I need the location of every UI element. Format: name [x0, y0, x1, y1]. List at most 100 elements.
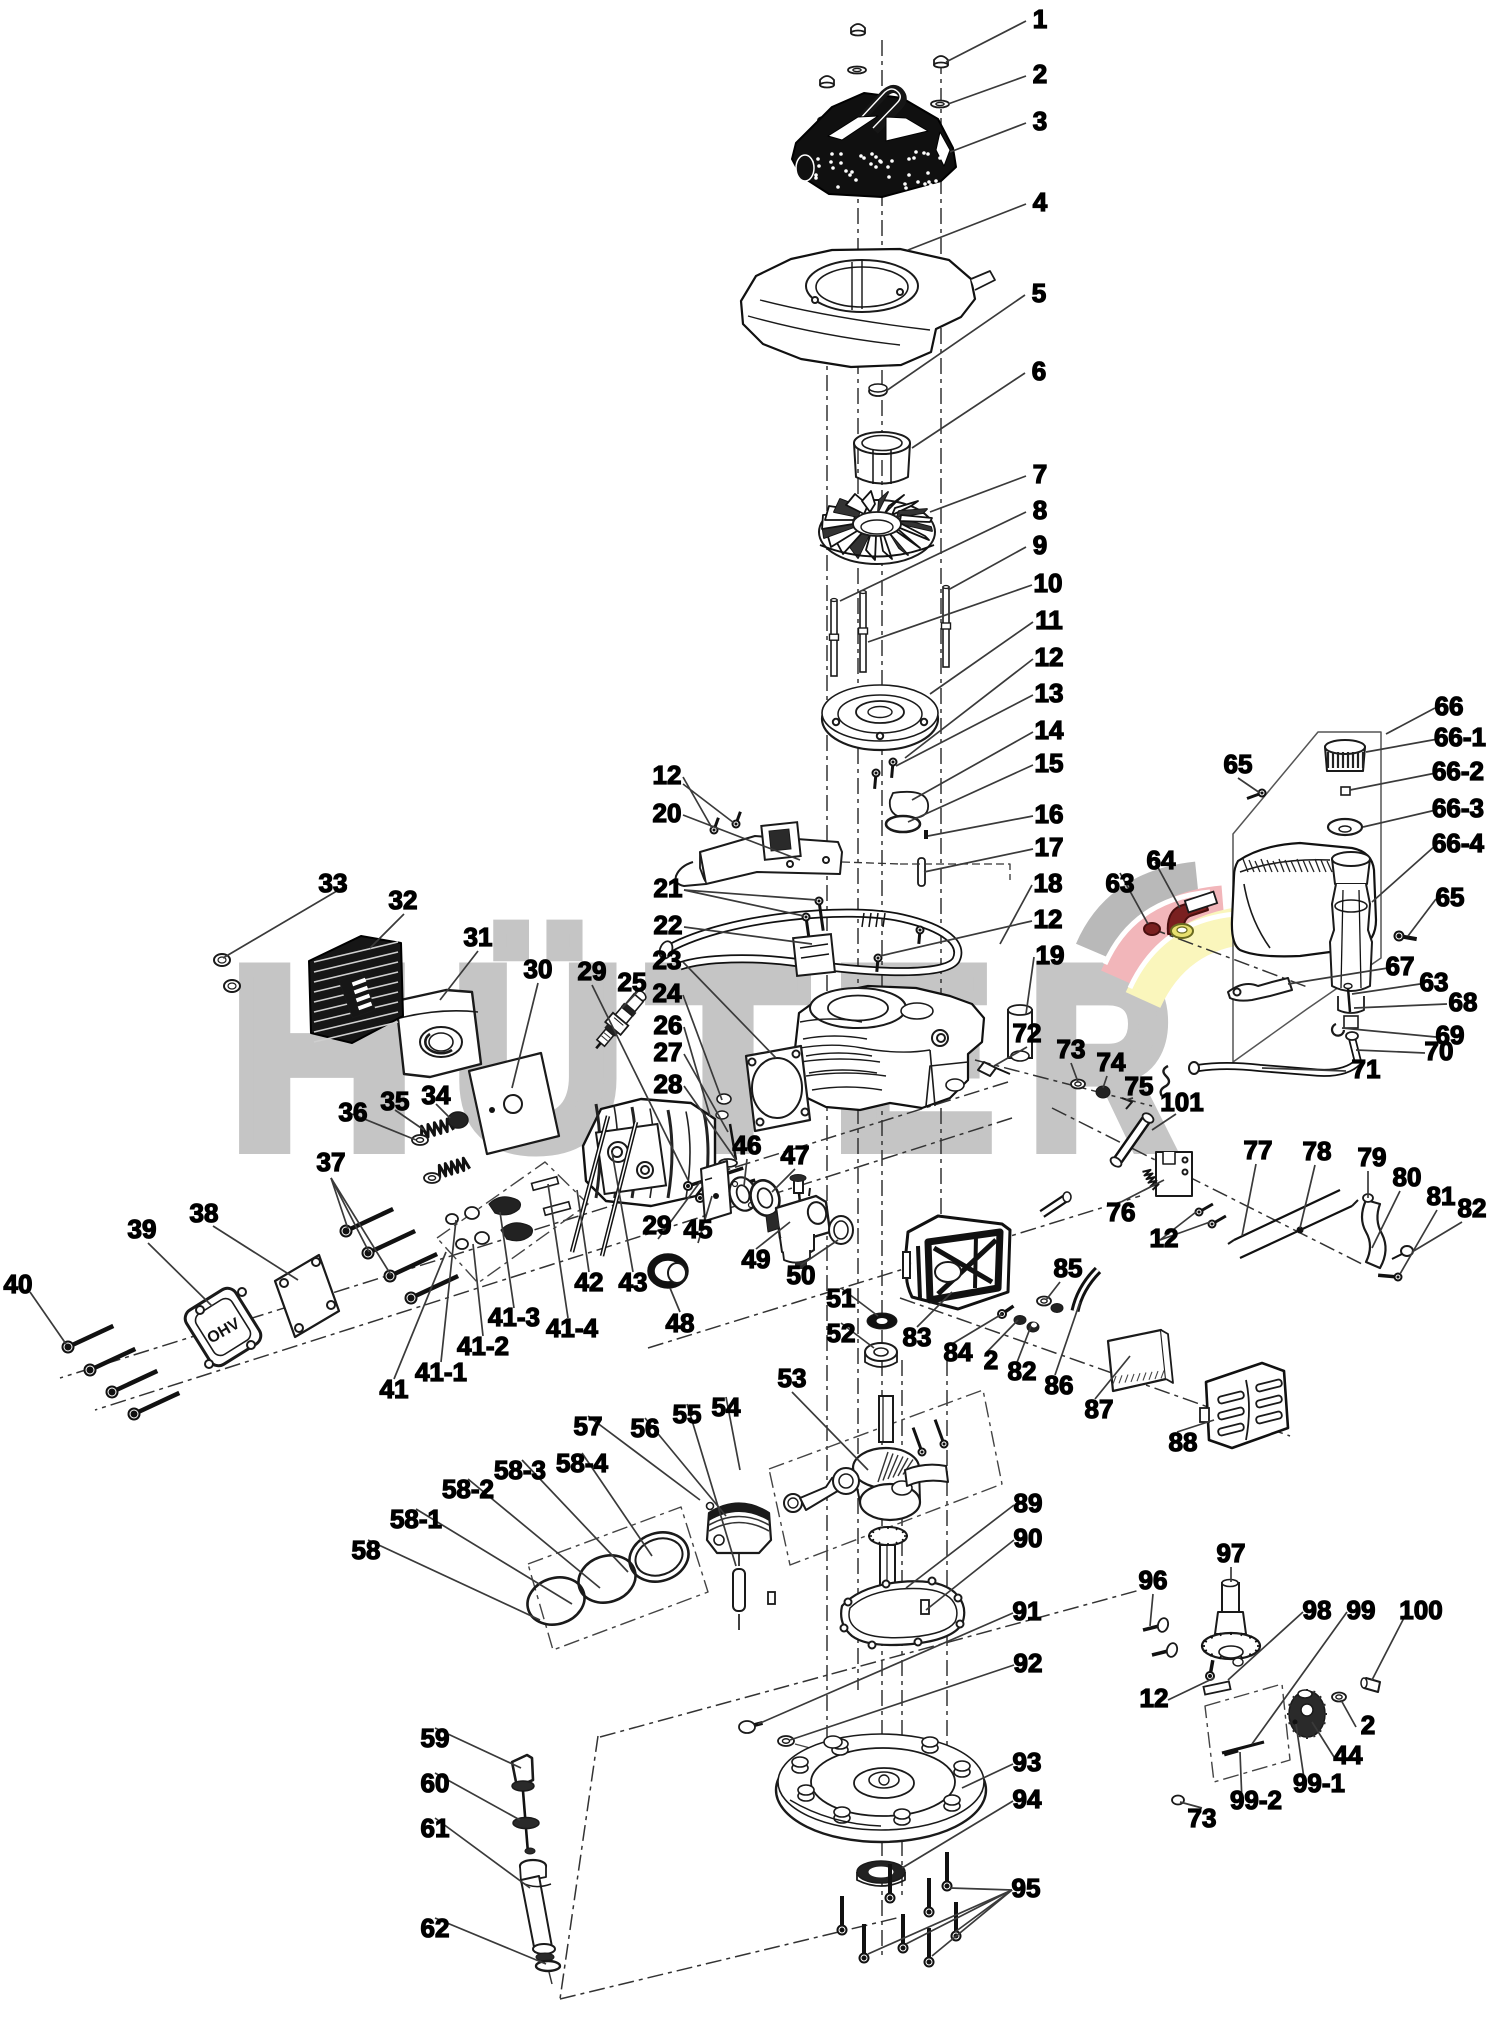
svg-text:66-4: 66-4 [1432, 828, 1485, 858]
svg-text:73: 73 [1057, 1034, 1086, 1064]
svg-text:12: 12 [653, 760, 682, 790]
svg-text:82: 82 [1458, 1193, 1487, 1223]
svg-text:100: 100 [1399, 1595, 1442, 1625]
svg-text:12: 12 [1150, 1223, 1179, 1253]
svg-text:83: 83 [903, 1322, 932, 1352]
svg-text:66-1: 66-1 [1434, 722, 1486, 752]
svg-text:20: 20 [653, 798, 682, 828]
svg-text:1: 1 [1033, 4, 1047, 34]
svg-text:65: 65 [1224, 749, 1253, 779]
svg-text:65: 65 [1436, 882, 1465, 912]
svg-text:13: 13 [1035, 678, 1064, 708]
svg-text:63: 63 [1106, 868, 1135, 898]
svg-text:9: 9 [1033, 530, 1047, 560]
svg-text:25: 25 [618, 967, 647, 997]
svg-text:88: 88 [1169, 1427, 1198, 1457]
svg-text:91: 91 [1013, 1596, 1042, 1626]
svg-text:22: 22 [654, 910, 683, 940]
svg-text:57: 57 [574, 1411, 603, 1441]
svg-text:101: 101 [1160, 1087, 1203, 1117]
svg-text:6: 6 [1032, 356, 1046, 386]
svg-text:53: 53 [778, 1363, 807, 1393]
svg-text:97: 97 [1217, 1538, 1246, 1568]
svg-text:90: 90 [1014, 1523, 1043, 1553]
svg-text:74: 74 [1097, 1047, 1126, 1077]
svg-text:50: 50 [787, 1260, 816, 1290]
svg-text:41-3: 41-3 [488, 1302, 540, 1332]
svg-text:42: 42 [575, 1267, 604, 1297]
svg-text:23: 23 [653, 945, 682, 975]
svg-text:33: 33 [319, 868, 348, 898]
svg-text:96: 96 [1139, 1565, 1168, 1595]
svg-text:39: 39 [128, 1214, 157, 1244]
svg-text:62: 62 [421, 1913, 450, 1943]
svg-text:45: 45 [684, 1214, 713, 1244]
svg-text:76: 76 [1107, 1197, 1136, 1227]
svg-text:26: 26 [654, 1010, 683, 1040]
svg-text:41-1: 41-1 [415, 1357, 467, 1387]
svg-text:87: 87 [1085, 1394, 1114, 1424]
svg-text:18: 18 [1034, 868, 1063, 898]
svg-text:52: 52 [827, 1318, 856, 1348]
svg-text:43: 43 [619, 1267, 648, 1297]
svg-text:16: 16 [1035, 799, 1064, 829]
svg-text:66-2: 66-2 [1432, 756, 1484, 786]
svg-text:41-2: 41-2 [457, 1331, 509, 1361]
svg-text:63: 63 [1420, 967, 1449, 997]
svg-text:99: 99 [1347, 1595, 1376, 1625]
svg-text:72: 72 [1013, 1018, 1042, 1048]
svg-text:49: 49 [742, 1244, 771, 1274]
svg-text:47: 47 [781, 1140, 810, 1170]
svg-text:36: 36 [339, 1097, 368, 1127]
svg-text:58-4: 58-4 [556, 1448, 609, 1478]
svg-text:93: 93 [1013, 1747, 1042, 1777]
svg-text:46: 46 [733, 1130, 762, 1160]
svg-text:84: 84 [944, 1337, 973, 1367]
svg-text:75: 75 [1125, 1071, 1154, 1101]
svg-text:41: 41 [380, 1374, 409, 1404]
svg-text:79: 79 [1358, 1142, 1387, 1172]
svg-text:3: 3 [1033, 106, 1047, 136]
svg-text:78: 78 [1303, 1136, 1332, 1166]
svg-text:5: 5 [1032, 278, 1046, 308]
svg-text:19: 19 [1036, 940, 1065, 970]
svg-text:38: 38 [190, 1198, 219, 1228]
svg-text:69: 69 [1436, 1020, 1465, 1050]
svg-text:98: 98 [1303, 1595, 1332, 1625]
svg-text:27: 27 [654, 1037, 683, 1067]
svg-text:7: 7 [1033, 459, 1047, 489]
svg-text:99-2: 99-2 [1230, 1785, 1282, 1815]
svg-text:2: 2 [1361, 1710, 1375, 1740]
svg-text:59: 59 [421, 1723, 450, 1753]
svg-text:51: 51 [827, 1283, 856, 1313]
svg-text:70: 70 [1425, 1036, 1454, 1066]
svg-text:15: 15 [1035, 748, 1064, 778]
svg-text:40: 40 [4, 1269, 33, 1299]
svg-text:89: 89 [1014, 1488, 1043, 1518]
svg-text:48: 48 [666, 1308, 695, 1338]
svg-text:11: 11 [1035, 605, 1063, 635]
svg-text:58: 58 [352, 1535, 381, 1565]
svg-text:99-1: 99-1 [1293, 1768, 1345, 1798]
svg-text:41-4: 41-4 [546, 1313, 599, 1343]
svg-text:29: 29 [643, 1210, 672, 1240]
svg-text:44: 44 [1334, 1740, 1363, 1770]
svg-text:12: 12 [1035, 642, 1064, 672]
svg-text:4: 4 [1033, 187, 1048, 217]
svg-text:12: 12 [1034, 904, 1063, 934]
svg-text:35: 35 [381, 1086, 410, 1116]
svg-text:54: 54 [712, 1392, 741, 1422]
svg-text:17: 17 [1035, 832, 1064, 862]
svg-text:58-1: 58-1 [390, 1504, 442, 1534]
svg-text:24: 24 [653, 978, 682, 1008]
svg-text:71: 71 [1352, 1054, 1381, 1084]
svg-text:37: 37 [317, 1147, 346, 1177]
svg-text:60: 60 [421, 1768, 450, 1798]
svg-text:77: 77 [1244, 1135, 1273, 1165]
svg-text:8: 8 [1033, 495, 1047, 525]
svg-text:30: 30 [524, 954, 553, 984]
svg-text:94: 94 [1013, 1784, 1042, 1814]
svg-text:95: 95 [1012, 1873, 1041, 1903]
svg-text:66-3: 66-3 [1432, 793, 1484, 823]
svg-text:58-2: 58-2 [442, 1474, 494, 1504]
